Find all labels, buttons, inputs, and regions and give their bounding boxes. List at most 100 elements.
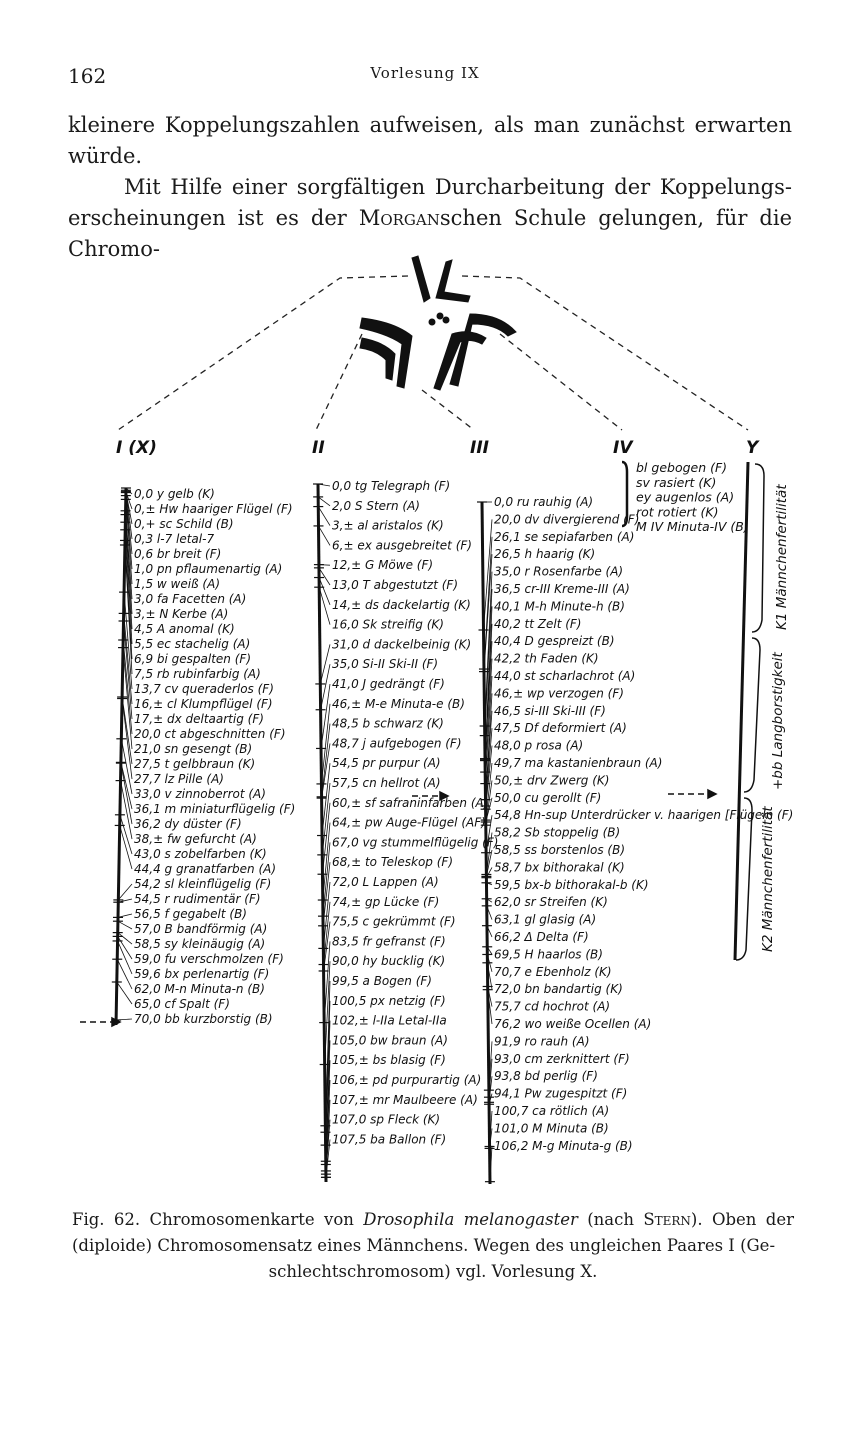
locus-label: 0,6 br breit (F) [134,547,221,561]
locus-connector [119,814,133,855]
locus-label: 0,0 y gelb (K) [134,487,215,501]
locus-label: 13,0 T abgestutzt (F) [332,578,458,592]
locus-label: 70,7 e Ebenholz (K) [494,965,612,979]
locus-connector [320,664,331,710]
locus-connector [119,825,133,870]
locus-label: 41,0 J gedrängt (F) [332,677,445,691]
locus-label: 59,6 bx perlenartig (F) [134,967,269,981]
locus-label: 36,2 dy düster (F) [134,817,242,831]
y-label-k1: K1 Männchenfertilität [774,484,790,630]
locus-connector [488,1076,493,1103]
locus-label: 93,8 bd perlig (F) [494,1069,598,1083]
locus-connector [322,842,331,917]
locus-label: 69,5 H haarlos (B) [494,947,603,961]
locus-connector [318,564,331,566]
locus-label: 56,5 f gegabelt (B) [134,907,247,921]
connector-lines [117,275,749,431]
body-line-4-a: erscheinungen ist es der [68,206,359,230]
locus-connector [322,802,331,875]
locus-label: 0,0 ru rauhig (A) [494,495,593,509]
locus-connector [323,941,331,1023]
chromosome-iv-brace [621,460,629,528]
locus-label: 16,0 Sk streifig (K) [332,618,444,632]
locus-label: 66,2 Δ Delta (F) [494,930,589,944]
locus-connector [322,862,331,926]
locus-connector [485,832,493,875]
label-chromosome-i: I (X) [116,438,157,458]
locus-label: 67,0 vg stummelflügelig (F) [332,835,498,849]
locus-label: 3,± N Kerbe (A) [134,607,228,621]
locus-label: 64,± pw Auge-Flügel (AF) [332,816,486,830]
locus-label: 1,5 w weiß (A) [134,577,220,591]
locus-connector [487,989,493,1025]
caption-text-d: schlechtschromosom) vgl. Vorlesung X. [268,1262,598,1281]
locus-connector [486,962,493,990]
label-chromosome-iv: IV [613,438,634,458]
y-label-k2: K2 Männchenfertilität [760,806,776,952]
locus-label: 36,5 cr-III Kreme-III (A) [494,582,630,596]
chr2-loci: 0,0 tg Telegraph (F)2,0 S Stern (A)3,± a… [313,479,498,1178]
body-line-4: erscheinungen ist es der Morganschen Sch… [68,203,792,265]
y-brace-k1 [751,463,765,633]
locus-connector [484,588,493,736]
locus-label: 100,7 ca rötlich (A) [494,1104,609,1118]
locus-connector [318,587,331,625]
locus-connector [322,881,331,949]
locus-label: 58,2 Sb stoppelig (B) [494,826,620,840]
chromosome-i-axis [114,487,128,1026]
chromosome-iii-right [433,331,487,391]
locus-label: 31,0 d dackelbeinig (K) [332,637,471,651]
locus-label: 101,0 M Minuta (B) [494,1121,609,1135]
locus-label: ey augenlos (A) [636,490,734,505]
locus-connector [121,696,133,765]
locus-connector [125,492,133,555]
locus-connector [323,901,331,965]
chromosome-iv-dot-3 [442,316,450,324]
chromosome-iii-axis [480,501,492,1185]
locus-label: 48,5 b schwarz (K) [332,717,444,731]
locus-connector [124,529,133,645]
y-brace-k2 [735,797,753,961]
locus-connector [486,867,493,878]
locus-connector [125,510,133,600]
locus-label: 59,5 bx-b bithorakal-b (K) [494,878,649,892]
locus-label: 35,0 r Rosenfarbe (A) [494,565,623,579]
locus-label: 83,5 fr gefranst (F) [332,934,446,948]
locus-label: 106,± pd purpurartig (A) [332,1073,481,1087]
locus-connector [120,738,133,795]
locus-label: rot rotiert (K) [636,504,718,519]
locus-connector [485,728,493,807]
locus-label: 6,9 bi gespalten (F) [134,652,251,666]
locus-label: 57,5 cn hellrot (A) [332,776,441,790]
locus-label: 99,5 a Bogen (F) [332,974,432,988]
caption-text-a: Chromosomenkarte von [140,1210,364,1229]
locus-connector [483,519,493,631]
locus-label: 102,± l-IIa Letal-IIa [332,1014,447,1028]
caption-text-c: ). Oben der (diploide) Chromosomensatz e… [72,1210,794,1255]
locus-label: 4,5 A anomal (K) [134,622,235,636]
locus-label: 100,5 px netzig (F) [332,994,446,1008]
locus-label: 62,0 M-n Minuta-n (B) [134,982,265,996]
locus-connector [120,762,133,810]
locus-connector [318,525,331,546]
locus-label: 0,± Hw haariger Flügel (F) [134,502,293,516]
locus-label: 46,± wp verzogen (F) [494,686,624,700]
locus-connector [325,1000,331,1133]
y-label-bb: +bb Langborstigkeit [770,651,786,790]
locus-connector [321,743,331,799]
locus-label: 0,0 tg Telegraph (F) [332,479,450,493]
locus-connector [125,495,133,570]
locus-label: 35,0 Si-II Ski-II (F) [332,657,438,671]
locus-connector [124,544,133,675]
locus-connector [117,913,133,918]
chromosome-ii-right [449,313,517,387]
locus-label: 26,1 se sepiafarben (A) [494,530,634,544]
locus-connector [125,491,133,510]
locus-label: 54,5 pr purpur (A) [332,756,441,770]
caption-fig-label: Fig. 62. [72,1210,141,1229]
locus-connector [488,1041,493,1091]
locus-connector [488,1093,493,1105]
locus-label: 12,± G Möwe (F) [332,558,433,572]
locus-connector [484,675,493,784]
locus-connector [116,959,133,990]
